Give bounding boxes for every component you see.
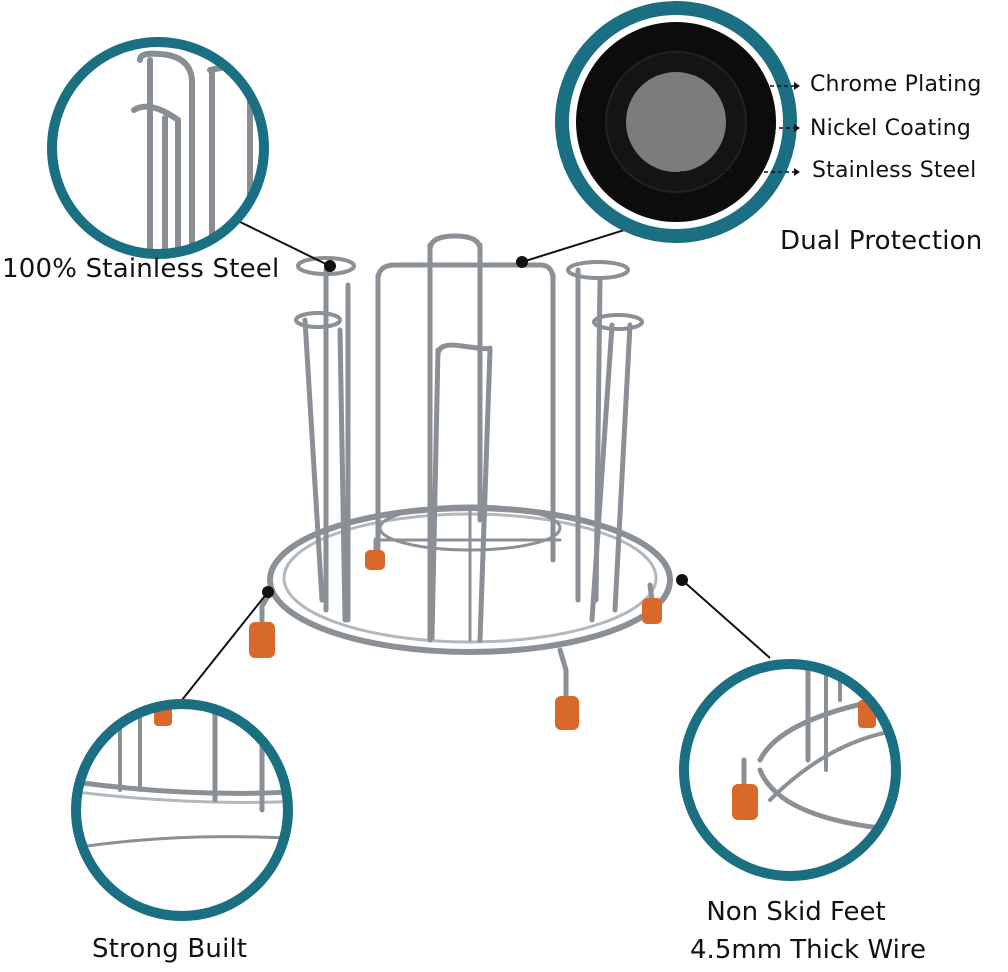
glass-stand	[259, 233, 673, 701]
callout-circle-feet	[679, 659, 901, 881]
non-skid-feet-label: Non Skid Feet	[706, 897, 886, 927]
hook-loop	[592, 313, 644, 331]
hook-loop	[566, 260, 630, 280]
foot	[365, 550, 385, 570]
chrome-plating-label: Chrome Plating	[810, 72, 982, 97]
foot	[642, 598, 662, 624]
vertical-wires	[302, 242, 633, 643]
callout-circle-strong	[71, 699, 293, 921]
foot	[249, 622, 275, 658]
leader-lines	[181, 219, 771, 701]
non-skid-feet	[249, 550, 662, 730]
callout-circle-layers	[555, 1, 797, 243]
callout-circle-stainless	[47, 37, 269, 259]
layer-pointers	[680, 82, 800, 176]
strong-built-label: Strong Built	[92, 934, 248, 964]
hook-loop	[296, 256, 356, 276]
stainless-steel-layer-label: Stainless Steel	[812, 158, 977, 183]
base-ring-outer	[267, 505, 673, 655]
steel-core	[626, 72, 726, 172]
nickel-coating-label: Nickel Coating	[810, 116, 972, 141]
dual-protection-label: Dual Protection	[780, 226, 983, 256]
thick-wire-label: 4.5mm Thick Wire	[690, 935, 926, 965]
hook-loop	[294, 311, 342, 329]
foot	[555, 696, 579, 730]
hook-loop	[435, 342, 493, 358]
hook-loop	[427, 233, 483, 253]
top-frame	[375, 262, 556, 283]
foot	[732, 784, 758, 820]
stainless-steel-label: 100% Stainless Steel	[2, 254, 280, 284]
